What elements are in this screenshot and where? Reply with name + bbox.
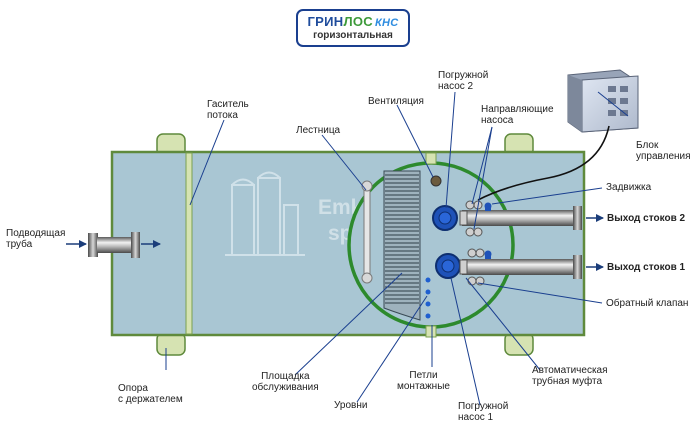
- pump-2: [432, 205, 458, 231]
- product-name: КНС: [374, 17, 399, 29]
- level-floats: [425, 277, 431, 319]
- label-ladder: Лестница: [296, 125, 341, 136]
- label-service-platform: Площадка обслуживания: [252, 371, 319, 393]
- label-outlet-1: Выход стоков 1: [607, 262, 686, 273]
- pump-1: [435, 253, 461, 279]
- ventilation-pipe: [430, 175, 442, 187]
- title-subtitle: горизонтальная: [313, 30, 393, 41]
- brand-part1: ГРИН: [307, 14, 344, 29]
- label-pump1: Погружной насос 1: [458, 401, 509, 423]
- label-support: Опора с держателем: [118, 383, 183, 405]
- gate-valves: [484, 202, 492, 259]
- manhole-circle: [347, 161, 515, 329]
- outlet-pipe-2: [462, 206, 582, 230]
- label-levels: Уровни: [334, 400, 368, 411]
- label-mounting-loops: Петли монтажные: [397, 370, 450, 392]
- label-flow-damper: Гаситель потока: [207, 99, 249, 121]
- control-box: [567, 69, 639, 133]
- label-guide-rails: Направляющие насоса: [481, 104, 554, 126]
- brand-part2: ЛОС: [343, 14, 373, 29]
- label-control-unit: Блок управления: [636, 140, 691, 162]
- label-check-valve: Обратный клапан: [606, 298, 689, 309]
- label-pump2: Погружной насос 2: [438, 70, 489, 92]
- watermark-building-icon: [225, 171, 305, 256]
- flow-arrows: [66, 214, 604, 271]
- label-gate-valve: Задвижка: [606, 182, 652, 193]
- control-cable: [477, 125, 610, 201]
- inlet-pipe: [88, 232, 140, 258]
- ladder: [361, 180, 373, 284]
- label-ventilation: Вентиляция: [368, 96, 424, 107]
- manhole-top-lug: [425, 152, 437, 165]
- label-auto-coupling: Автоматическая трубная муфта: [532, 365, 608, 387]
- flow-damper-plate: [185, 152, 193, 335]
- label-inlet-pipe: Подводящая труба: [6, 228, 66, 250]
- leader-lines: [165, 91, 629, 406]
- label-outlet-2: Выход стоков 2: [607, 213, 686, 224]
- support-legs: [156, 133, 534, 356]
- service-platform-grating: [383, 170, 421, 321]
- outlet-pipe-1: [462, 255, 582, 279]
- manhole-bottom-lug: [425, 325, 437, 338]
